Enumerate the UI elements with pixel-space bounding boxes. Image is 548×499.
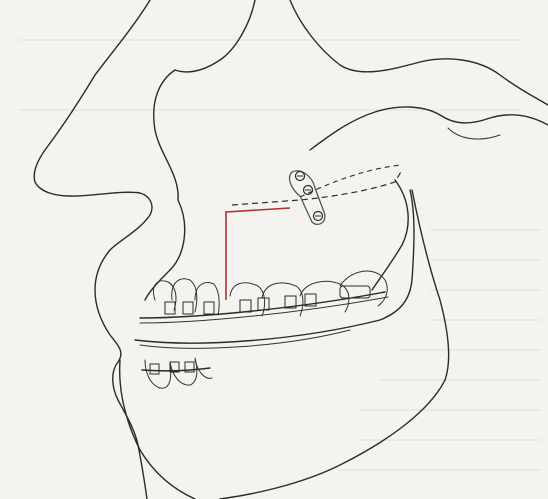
nasal-bone (154, 70, 178, 200)
osteotomy-dashed-line (232, 170, 402, 205)
fixation-plate-icon (290, 171, 325, 225)
show-through-text (20, 40, 540, 470)
osteotomy-dashed-line-2 (300, 165, 402, 197)
soft-tissue-profile (34, 0, 152, 499)
cranium-outline (290, 0, 548, 105)
mandible-outline (135, 190, 449, 499)
chin-symphysis (120, 360, 195, 499)
orbit-outline (175, 0, 255, 72)
upper-dentition (140, 271, 388, 323)
lower-dentition (142, 358, 212, 388)
maxilla-outline (145, 200, 185, 300)
zygomatic-arch (310, 107, 548, 150)
zygoma-lower (448, 128, 500, 139)
